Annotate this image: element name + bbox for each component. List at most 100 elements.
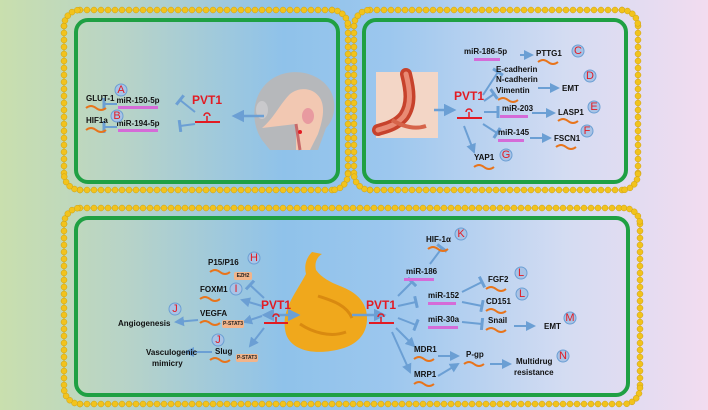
membrane-dot bbox=[419, 400, 427, 408]
membrane-dot bbox=[60, 374, 68, 382]
emt-label-eso: EMT bbox=[562, 84, 579, 93]
membrane-dot bbox=[471, 6, 479, 14]
membrane-dot bbox=[350, 106, 358, 114]
mirna-bar bbox=[404, 278, 434, 281]
membrane-dot bbox=[377, 204, 385, 212]
membrane-dot bbox=[146, 400, 154, 408]
membrane-dot bbox=[344, 50, 352, 58]
svg-text:G: G bbox=[502, 149, 511, 161]
letter-badge-i: I bbox=[229, 282, 243, 296]
membrane-dot bbox=[350, 71, 358, 79]
membrane-dot bbox=[634, 170, 642, 178]
membrane-dot bbox=[482, 204, 490, 212]
membrane-dot bbox=[202, 204, 210, 212]
membrane-dot bbox=[555, 6, 563, 14]
membrane-dot bbox=[569, 186, 577, 194]
membrane-dot bbox=[272, 186, 280, 194]
membrane-dot bbox=[64, 210, 72, 217]
membrane-dot bbox=[538, 204, 546, 212]
membrane-dot bbox=[60, 50, 68, 58]
arrow-to-angiogenesis bbox=[174, 316, 199, 327]
membrane-dot bbox=[601, 400, 609, 408]
membrane-dot bbox=[60, 141, 68, 149]
inhibit-mir152 bbox=[397, 295, 419, 309]
membrane-dot bbox=[279, 6, 287, 14]
membrane-dot bbox=[398, 400, 406, 408]
membrane-dot bbox=[90, 204, 98, 212]
target-fscn1: FSCN1 bbox=[554, 134, 581, 143]
membrane-dot bbox=[60, 64, 68, 72]
membrane-dot bbox=[125, 204, 133, 212]
membrane-dot bbox=[636, 234, 644, 242]
letter-badge-g: G bbox=[499, 148, 513, 162]
target-mdr1: MDR1 bbox=[414, 345, 437, 354]
membrane-dot bbox=[510, 204, 518, 212]
membrane-dot bbox=[618, 6, 626, 14]
membrane-dot bbox=[167, 400, 175, 408]
membrane-dot bbox=[350, 85, 358, 93]
membrane-dot bbox=[195, 400, 203, 408]
membrane-dot bbox=[363, 400, 371, 408]
membrane-dot bbox=[244, 400, 252, 408]
membrane-dot bbox=[380, 6, 388, 14]
target-lasp1: LASP1 bbox=[558, 108, 584, 117]
membrane-dot bbox=[97, 186, 105, 194]
membrane-dot bbox=[634, 78, 642, 86]
membrane-dot bbox=[286, 186, 294, 194]
membrane-dot bbox=[174, 400, 182, 408]
membrane-dot bbox=[454, 400, 462, 408]
membrane-dot bbox=[631, 208, 638, 216]
membrane-dot bbox=[188, 204, 196, 212]
membrane-dot bbox=[590, 186, 598, 194]
membrane-dot bbox=[223, 6, 231, 14]
membrane-dot bbox=[541, 6, 549, 14]
membrane-dot bbox=[548, 6, 556, 14]
membrane-dot bbox=[118, 186, 126, 194]
membrane-dot bbox=[244, 186, 252, 194]
membrane-dot bbox=[475, 400, 483, 408]
membrane-dot bbox=[457, 6, 465, 14]
membrane-dot bbox=[60, 283, 68, 291]
membrane-dot bbox=[321, 186, 329, 194]
svg-text:L: L bbox=[518, 267, 524, 279]
membrane-dot bbox=[499, 6, 507, 14]
membrane-dot bbox=[350, 92, 358, 100]
membrane-dot bbox=[350, 155, 358, 163]
membrane-dot bbox=[66, 182, 73, 190]
target-fgf2: FGF2 bbox=[488, 275, 509, 284]
membrane-dot bbox=[597, 186, 605, 194]
membrane-dot bbox=[188, 400, 196, 408]
letter-badge-m: M bbox=[563, 311, 577, 325]
membrane-dot bbox=[60, 346, 68, 354]
membrane-dot bbox=[125, 6, 133, 14]
membrane-dot bbox=[373, 6, 381, 14]
membrane-dot bbox=[60, 148, 68, 156]
inhibit-mir150 bbox=[175, 94, 196, 113]
membrane-dot bbox=[125, 400, 133, 408]
membrane-dot bbox=[405, 204, 413, 212]
membrane-dot bbox=[370, 400, 378, 408]
membrane-dot bbox=[60, 36, 68, 44]
membrane-dot bbox=[350, 134, 358, 142]
membrane-dot bbox=[634, 50, 642, 58]
membrane-dot bbox=[356, 182, 363, 190]
membrane-dot bbox=[440, 204, 448, 212]
outcome-multidrug-line2: resistance bbox=[514, 368, 554, 377]
membrane-dot bbox=[90, 400, 98, 408]
letter-badge-n: N bbox=[556, 349, 570, 363]
membrane-dot bbox=[594, 204, 602, 212]
esophagus-illustration bbox=[372, 68, 438, 138]
membrane-dot bbox=[538, 400, 546, 408]
membrane-dot bbox=[415, 6, 423, 14]
membrane-dot bbox=[61, 17, 69, 24]
membrane-dot bbox=[634, 113, 642, 121]
membrane-dot bbox=[244, 6, 252, 14]
membrane-dot bbox=[167, 6, 175, 14]
membrane-dot bbox=[485, 6, 493, 14]
membrane-dot bbox=[153, 186, 161, 194]
membrane-dot bbox=[615, 400, 623, 408]
membrane-dot bbox=[634, 106, 642, 114]
membrane-dot bbox=[60, 220, 68, 228]
membrane-dot bbox=[216, 204, 224, 212]
pstat3-text-slug: P-STAT3 bbox=[237, 355, 257, 361]
